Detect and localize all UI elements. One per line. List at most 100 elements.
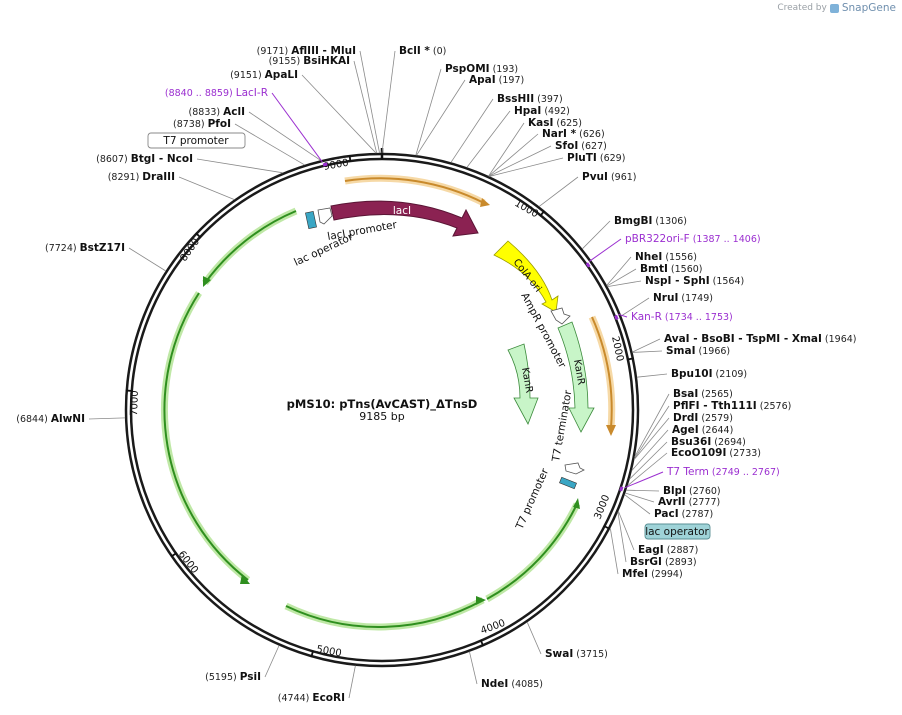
primer-name: Kan-R — [631, 311, 662, 323]
tick-label-1000: 1000 — [513, 198, 541, 220]
kanr-outer-label: KanR — [571, 359, 586, 386]
laci-label: lacI — [393, 205, 411, 217]
tick-mark — [195, 232, 202, 239]
site-label: MfeI (2994) — [622, 568, 683, 580]
site-name: BtgI — [131, 153, 155, 165]
site-name: KasI — [528, 117, 553, 129]
created-by-label: Created by — [777, 3, 827, 13]
tick-label-9000: 9000 — [323, 158, 350, 173]
site-name: BstZ17I — [80, 242, 125, 254]
tick-label-7000: 7000 — [129, 390, 141, 416]
orange-feature-top-arrowhead — [480, 198, 490, 207]
site-position: (2644) — [699, 425, 734, 436]
lac-operator-feature-9000 — [305, 210, 317, 230]
snapgene-branding: Created by SnapGene — [777, 2, 896, 14]
primer-range: (1734 .. 1753) — [662, 312, 733, 323]
site-name: PspOMI — [445, 63, 490, 75]
site-label: SwaI (3715) — [545, 648, 608, 660]
site-position: (2777) — [686, 497, 721, 508]
site-position: (6844) — [16, 414, 51, 425]
site-leader-line — [488, 145, 552, 177]
site-label: BsrGI (2893) — [630, 556, 697, 568]
site-name-alias: - NcoI — [155, 153, 193, 165]
site-label: PvuI (961) — [582, 171, 637, 183]
lac-operator-inner-label: lac operator — [292, 231, 355, 269]
site-leader-line — [301, 74, 377, 154]
site-name: SfoI — [555, 140, 578, 152]
site-label: BmtI (1560) — [640, 263, 702, 275]
tick-marks — [125, 148, 634, 658]
orange-feature-top-glow — [344, 174, 486, 207]
site-position: (8291) — [108, 172, 143, 183]
site-leader-line — [632, 350, 663, 353]
primer-range: (2749 .. 2767) — [709, 467, 780, 478]
site-label: (8738) PfoI — [173, 118, 231, 130]
site-position: (2733) — [726, 448, 761, 459]
site-leader-line — [609, 527, 619, 575]
site-leader-line — [88, 417, 126, 420]
site-leader-line — [416, 79, 466, 156]
site-label: SfoI (627) — [555, 140, 607, 152]
site-label: PacI (2787) — [654, 508, 713, 520]
tick-label-6000: 6000 — [176, 549, 200, 576]
tick-mark — [348, 154, 352, 163]
site-label: BmgBI (1306) — [614, 215, 687, 227]
primer-label: pBR322ori-F (1387 .. 1406) — [625, 233, 761, 245]
site-position: (4744) — [278, 693, 313, 704]
site-label: (5195) PsiI — [205, 671, 261, 683]
site-label: Bpu10I (2109) — [671, 368, 747, 380]
tick-label-5000: 5000 — [315, 644, 342, 659]
primer-mark — [585, 262, 591, 268]
site-leader-line — [620, 297, 650, 317]
site-leader-line — [626, 489, 660, 492]
site-name: Bpu10I — [671, 368, 713, 380]
snapgene-logo-icon — [829, 3, 839, 13]
site-name: EcoO109I — [671, 447, 726, 459]
primer-mark — [619, 486, 624, 492]
primer-name: T7 Term — [666, 466, 709, 478]
site-position: (193) — [490, 64, 519, 75]
site-label: PluTI (629) — [567, 152, 625, 164]
site-label: (8833) AclI — [189, 106, 245, 118]
site-position: (1306) — [652, 216, 687, 227]
site-name: EcoRI — [312, 692, 345, 704]
site-name: ApaI — [469, 74, 496, 86]
site-name: PluTI — [567, 152, 597, 164]
site-leader-line — [633, 417, 670, 460]
site-leader-line — [466, 110, 511, 168]
primer-leader-line — [618, 313, 628, 318]
primer-label: Kan-R (1734 .. 1753) — [631, 311, 733, 323]
site-leader-line — [581, 220, 611, 250]
site-name: NarI * — [542, 128, 577, 140]
kanr-inner-feature — [507, 343, 539, 425]
primer-leader-line — [624, 471, 664, 489]
site-position: (1749) — [678, 293, 713, 304]
site-label: NheI (1556) — [635, 251, 697, 263]
t7-promoter-inner-label: T7 promoter — [513, 466, 551, 532]
site-leader-line — [607, 280, 642, 287]
lac-operator-feature-2800 — [559, 476, 577, 490]
site-position: (2109) — [713, 369, 748, 380]
site-leader-line — [488, 122, 525, 177]
site-position: (2576) — [757, 401, 792, 412]
site-position: (2893) — [662, 557, 697, 568]
site-position: (9151) — [230, 70, 265, 81]
site-name: BclI * — [399, 45, 430, 57]
site-label: (4744) EcoRI — [278, 692, 345, 704]
site-leader-line — [627, 452, 668, 486]
site-name: Bsu36I — [671, 436, 711, 448]
site-name: MfeI — [622, 568, 648, 580]
site-leader-line — [469, 651, 478, 685]
site-name: AflIII — [291, 45, 319, 57]
tick-mark — [539, 210, 546, 217]
primer-range: (1387 .. 1406) — [690, 234, 761, 245]
leader-lines — [88, 50, 670, 699]
tick-mark — [170, 552, 178, 558]
site-label: PflFI - Tth111I (2576) — [673, 400, 791, 412]
site-position: (9155) — [269, 56, 304, 67]
site-label: HpaI (492) — [514, 105, 570, 117]
site-position: (5195) — [205, 672, 240, 683]
site-leader-line — [415, 68, 442, 156]
site-position: (625) — [553, 118, 582, 129]
lac-operator-boxed-label: lac operator — [645, 526, 709, 538]
